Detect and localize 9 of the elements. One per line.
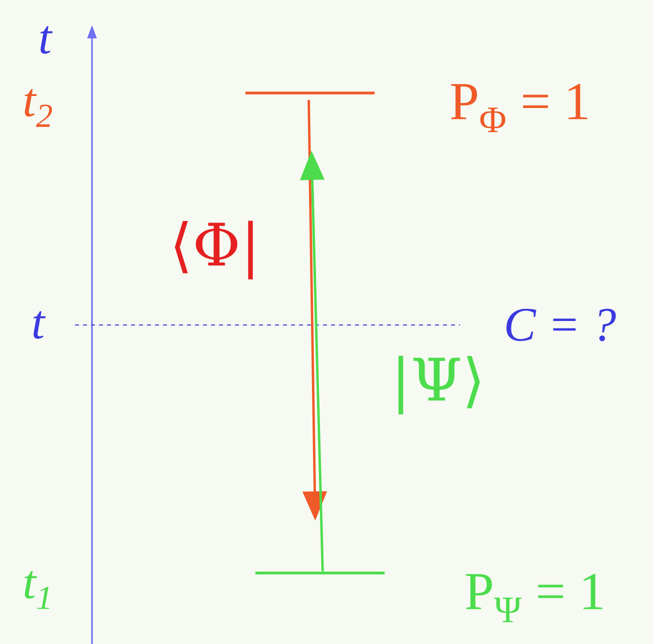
time-label: t$_{1}$ — [24, 571, 50, 609]
probability-label: P$_{Ψ}$ = 1 — [466, 574, 602, 622]
time-label: t — [33, 311, 46, 339]
state-label: |Ψ⟩ — [398, 356, 480, 414]
state-label: ⟨Φ| — [174, 220, 253, 280]
time-label: t$_{2}$ — [24, 89, 52, 127]
outcome-label: C = ? — [506, 308, 616, 342]
time-label: t — [40, 26, 53, 54]
probability-label: P$_{Φ}$ = 1 — [451, 84, 588, 132]
